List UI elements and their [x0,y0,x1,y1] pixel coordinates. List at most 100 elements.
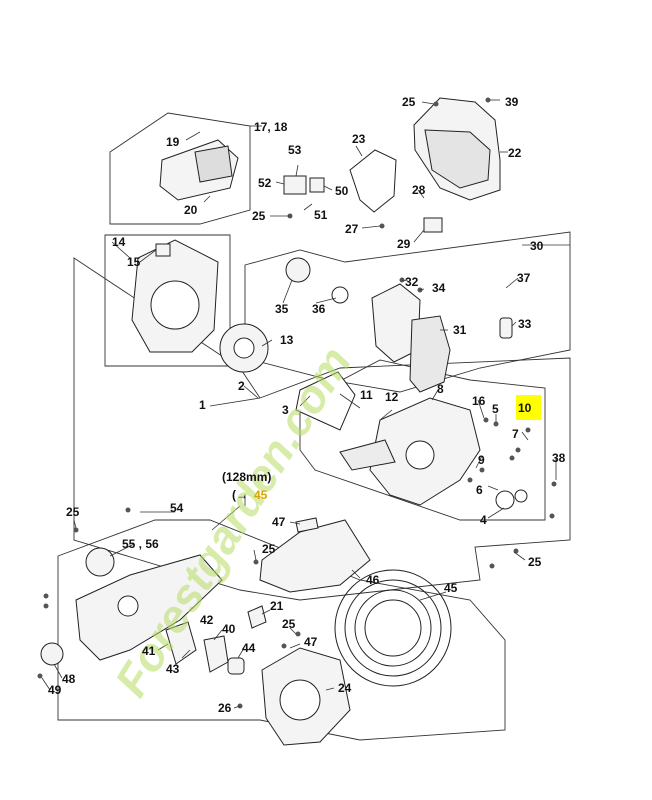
label-28: 28 [412,183,426,197]
label-12: 12 [385,390,399,404]
part-54-chassis [75,554,223,661]
label-32: 32 [405,275,419,289]
part-47 [295,517,319,533]
part-55-disc [85,547,115,577]
label-5: 5 [492,402,499,416]
part-48 [40,642,64,666]
part-21 [247,605,267,629]
label-2: 2 [238,379,245,393]
part-31-plate [409,315,451,393]
part-23-harness [349,149,397,213]
part-3-gasket [295,371,356,431]
part-24-opening [279,679,321,721]
label-44: 44 [242,641,256,655]
label-13: 13 [280,333,294,347]
label-23: 23 [352,132,366,146]
label-36: 36 [312,302,326,316]
label-8: 8 [437,382,444,396]
label-25c: 25 [528,555,542,569]
part-14-opening [150,280,200,330]
label-34: 34 [432,281,446,295]
part-29 [423,217,443,233]
box-54 [57,519,506,741]
label-31: 31 [453,323,467,337]
part-45-coil-inner [354,589,432,667]
part-45-coil-outer [334,569,452,687]
part-4-ring [514,489,528,503]
part-45-coil-center [364,599,422,657]
part-46 [259,519,371,593]
label-39: 39 [505,95,519,109]
part-50 [309,177,325,193]
leader-lines [41,99,570,709]
callout-labels: 25 39 17, 18 19 23 22 53 52 50 28 20 25 … [48,95,566,715]
part-54-bore [117,595,139,617]
part-15 [155,243,171,257]
label-53: 53 [288,143,302,157]
label-9: 9 [478,453,485,467]
label-54: 54 [170,501,184,515]
label-11: 11 [360,388,373,402]
part-13-hub [233,337,255,359]
label-15: 15 [127,255,141,269]
label-38: 38 [552,451,566,465]
label-17-18: 17, 18 [254,120,288,134]
part-33 [499,317,513,339]
label-16: 16 [472,394,486,408]
label-30: 30 [530,239,544,253]
part-6-ring [495,490,515,510]
label-20: 20 [184,203,198,217]
part-20-coil [194,145,233,183]
part-35 [285,257,311,283]
label-47a: 47 [272,515,286,529]
label-128mm: (128mm) [222,470,271,484]
label-14: 14 [112,235,126,249]
part-52-switch [283,175,307,195]
label-25a: 25 [402,95,416,109]
label-41: 41 [142,644,156,658]
label-45a: 45 [254,488,268,502]
label-25f: 25 [282,617,296,631]
label-1: 1 [199,398,206,412]
label-25e: 25 [262,542,276,556]
label-arrow: (→ [232,488,248,502]
label-19: 19 [166,135,180,149]
label-4: 4 [480,513,487,527]
highlight-box [516,395,541,420]
label-45b: 45 [444,581,458,595]
label-51: 51 [314,208,328,222]
part-22-inner [424,129,491,189]
part-40 [203,635,229,673]
label-24: 24 [338,681,352,695]
screws [37,97,557,709]
label-7: 7 [512,427,519,441]
box-30 [244,231,571,393]
label-40: 40 [222,622,236,636]
label-43: 43 [166,662,180,676]
label-21: 21 [270,599,284,613]
label-46: 46 [366,573,380,587]
label-3: 3 [282,403,289,417]
label-33: 33 [518,317,532,331]
label-42: 42 [200,613,214,627]
label-52: 52 [258,176,272,190]
label-26: 26 [218,701,232,715]
part-1-bearing-bore [405,440,435,470]
box-wiring-17-18 [109,112,251,225]
label-49: 49 [48,683,62,697]
part-45-coil-mid [344,579,442,677]
part-44 [227,657,245,675]
label-47b: 47 [304,635,318,649]
label-27: 27 [345,222,359,236]
label-25d: 25 [66,505,80,519]
label-35: 35 [275,302,289,316]
label-37: 37 [517,271,531,285]
part-1-arm [339,439,396,471]
label-29: 29 [397,237,411,251]
part-36-ring [331,286,349,304]
label-10: 10 [518,401,532,415]
label-48: 48 [62,672,76,686]
label-6: 6 [476,483,483,497]
